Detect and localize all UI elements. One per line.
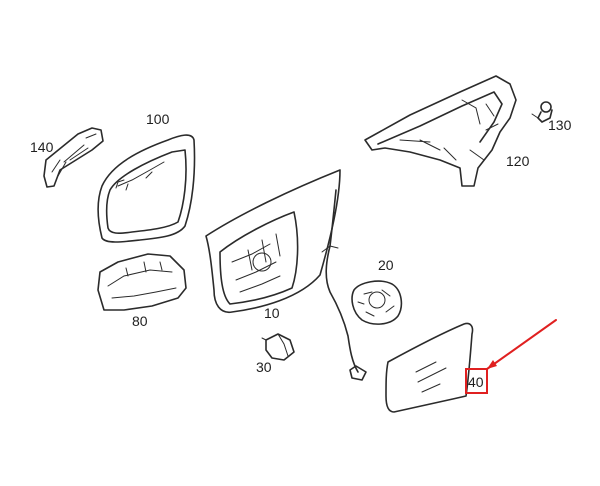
part-30-bulb [261,333,295,361]
part-140-handle [43,127,104,188]
highlight-callout: 40 [465,319,557,394]
label-30: 30 [256,359,272,375]
label-130: 130 [548,117,572,133]
label-80: 80 [132,313,148,329]
highlight-box [465,368,488,394]
part-10-housing-assembly [205,169,367,381]
label-40: 40 [468,374,484,390]
part-100-housing-cap [97,134,196,243]
label-10: 10 [264,305,280,321]
label-140: 140 [30,139,54,155]
highlight-arrowhead [487,360,497,369]
highlight-arrow [486,319,557,370]
label-20: 20 [378,257,394,273]
part-20-adjuster-motor [351,280,403,325]
part-130-screw [531,101,553,123]
label-120: 120 [506,153,530,169]
part-80-lower-cover [97,253,187,311]
part-40-mirror-glass [385,322,474,413]
part-120-mounting-base [364,75,517,187]
label-100: 100 [146,111,170,127]
